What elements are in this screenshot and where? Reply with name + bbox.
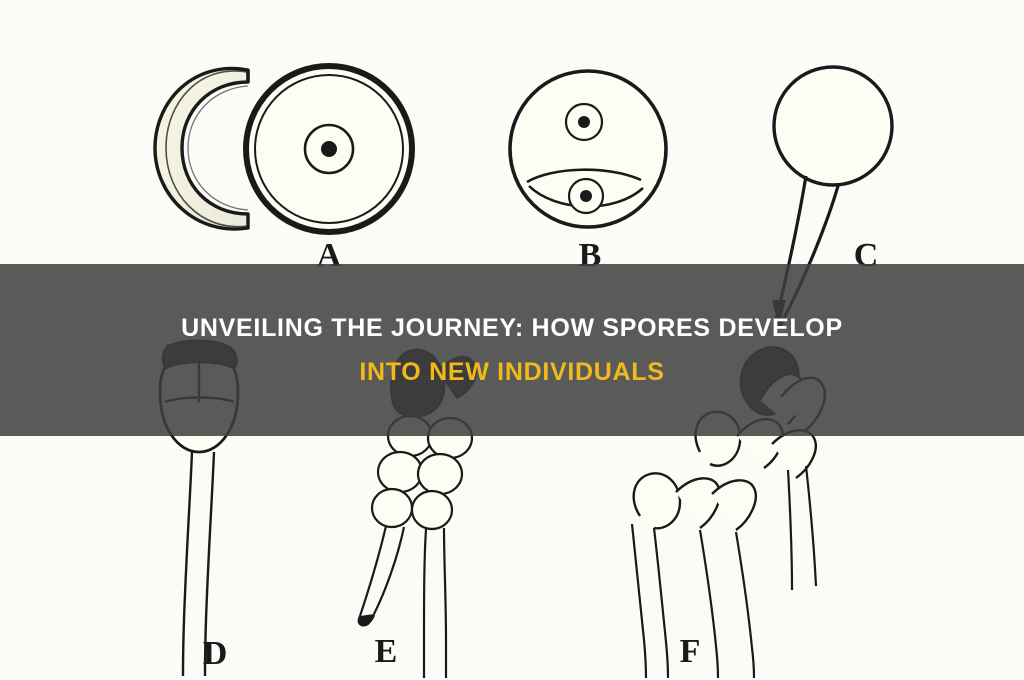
panel-b-spore: B — [508, 69, 668, 274]
panel-a-crescent — [153, 66, 250, 231]
panel-label-e: E — [375, 633, 398, 670]
overlay-title-line-1: UNVEILING THE JOURNEY: HOW SPORES DEVELO… — [181, 314, 843, 342]
overlay-title-line-2: INTO NEW INDIVIDUALS — [359, 358, 665, 386]
panel-label-f: F — [680, 633, 701, 670]
title-overlay-band: UNVEILING THE JOURNEY: HOW SPORES DEVELO… — [0, 264, 1024, 436]
panel-label-d: D — [203, 635, 228, 672]
panel-a-spore: A — [243, 63, 415, 274]
